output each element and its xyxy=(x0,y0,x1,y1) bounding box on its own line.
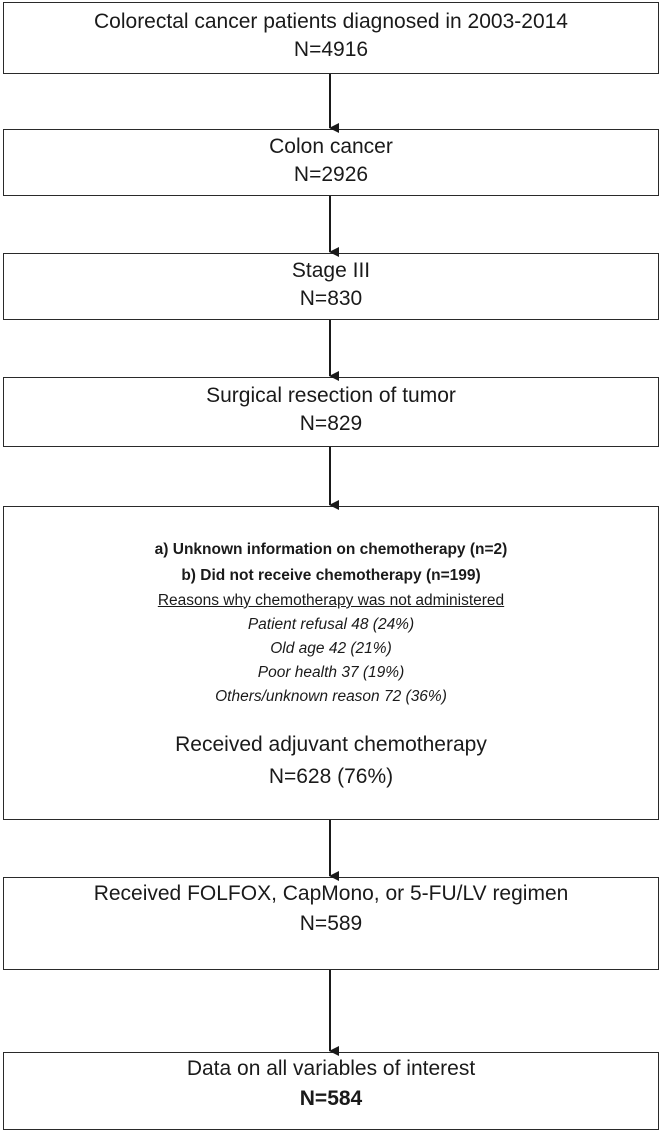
box-stage-iii-count: N=830 xyxy=(299,287,363,310)
reason-item: Poor health 37 (19%) xyxy=(257,664,405,681)
box-adjuvant-chemotherapy-title: Received adjuvant chemotherapy xyxy=(175,733,487,756)
box-data-variables-count: N=584 xyxy=(299,1087,363,1110)
box-regimen-title: Received FOLFOX, CapMono, or 5-FU/LV reg… xyxy=(93,882,569,905)
box-stage-iii: Stage III N=830 xyxy=(3,253,659,320)
reason-item: Old age 42 (21%) xyxy=(270,640,392,657)
box-regimen: Received FOLFOX, CapMono, or 5-FU/LV reg… xyxy=(3,877,659,970)
box-adjuvant-chemotherapy-count: N=628 (76%) xyxy=(268,765,394,788)
exclusion-unknown-info: a) Unknown information on chemotherapy (… xyxy=(154,541,508,558)
box-all-patients: Colorectal cancer patients diagnosed in … xyxy=(3,2,659,74)
box-adjuvant-chemotherapy: a) Unknown information on chemotherapy (… xyxy=(3,506,659,820)
reason-item: Others/unknown reason 72 (36%) xyxy=(215,688,447,705)
box-colon-cancer-title: Colon cancer xyxy=(269,135,393,158)
box-data-variables-title: Data on all variables of interest xyxy=(186,1057,476,1080)
box-surgical-resection-title: Surgical resection of tumor xyxy=(206,384,456,407)
box-colon-cancer: Colon cancer N=2926 xyxy=(3,129,659,196)
box-colon-cancer-count: N=2926 xyxy=(293,163,369,186)
box-all-patients-title: Colorectal cancer patients diagnosed in … xyxy=(94,10,568,33)
exclusion-no-chemo: b) Did not receive chemotherapy (n=199) xyxy=(181,567,481,584)
box-data-variables: Data on all variables of interest N=584 xyxy=(3,1052,659,1130)
reasons-heading: Reasons why chemotherapy was not adminis… xyxy=(157,592,505,609)
box-regimen-count: N=589 xyxy=(299,912,363,935)
box-surgical-resection-count: N=829 xyxy=(299,412,363,435)
box-stage-iii-title: Stage III xyxy=(291,259,371,282)
box-all-patients-count: N=4916 xyxy=(293,38,369,61)
reason-item: Patient refusal 48 (24%) xyxy=(247,616,415,633)
